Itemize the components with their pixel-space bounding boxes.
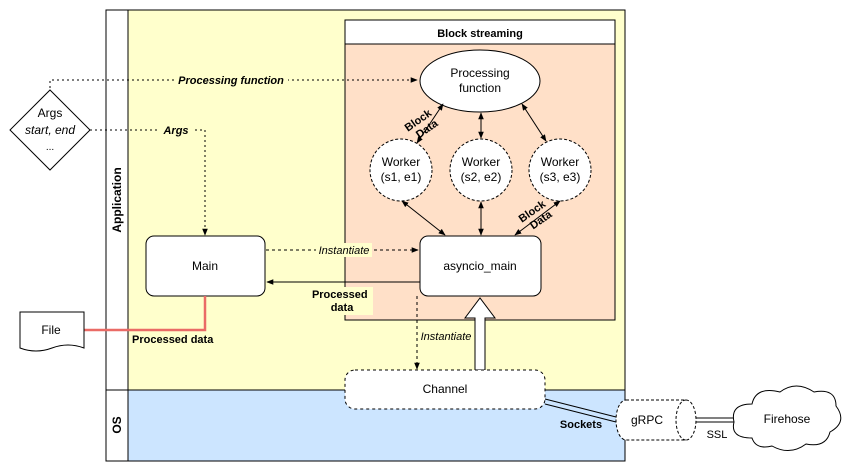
args-flow: Args bbox=[90, 123, 208, 236]
os-lane-header bbox=[105, 389, 129, 462]
processing-function-node: Processing function bbox=[419, 49, 541, 113]
processing-function-label-line1: Processing bbox=[450, 66, 509, 80]
os-lane-label: OS bbox=[110, 416, 124, 433]
block-streaming-header bbox=[344, 19, 616, 45]
worker-1-circle bbox=[369, 138, 433, 202]
application-lane-label: Application bbox=[110, 167, 124, 232]
channel-box bbox=[344, 369, 546, 410]
grpc-node: gRPC bbox=[615, 399, 697, 441]
instantiate-channel-label-bg bbox=[419, 329, 473, 343]
instantiate-asyncio-label: Instantiate bbox=[319, 245, 370, 257]
instantiate-asyncio-label-bg bbox=[316, 243, 372, 257]
channel-flow: Instantiate bbox=[414, 296, 496, 371]
asyncio-main-box bbox=[419, 235, 542, 297]
sockets-edge-b bbox=[544, 403, 621, 424]
ssl-label: SSL bbox=[707, 429, 728, 441]
processing-function-edge-label-bg bbox=[176, 73, 288, 87]
file-link-edge bbox=[84, 296, 207, 332]
args-title: Args bbox=[38, 106, 63, 120]
instantiate-asyncio-flow: Instantiate bbox=[266, 243, 419, 257]
pf-worker3-edge bbox=[521, 103, 547, 142]
worker-2-label-line2: (s2, e2) bbox=[461, 170, 502, 184]
worker-3-circle bbox=[528, 138, 592, 202]
file-link-label: Processed data bbox=[132, 334, 214, 346]
args-ellipsis: ... bbox=[46, 142, 54, 153]
firehose-label: Firehose bbox=[764, 412, 811, 426]
processed-data-return-label-bg bbox=[310, 287, 373, 315]
ssl-flow: SSL bbox=[696, 417, 738, 441]
file-flow: Processed data bbox=[84, 296, 214, 346]
processing-function-label-line2: function bbox=[459, 81, 501, 95]
worker3-asyncio-edge bbox=[514, 200, 561, 236]
firehose-node: Firehose bbox=[732, 385, 842, 451]
block-streaming-title: Block streaming bbox=[437, 28, 523, 40]
grpc-cylinder bbox=[615, 399, 697, 441]
channel-to-asyncio-arrow bbox=[464, 297, 496, 371]
worker-3-label-line1: Worker bbox=[541, 155, 579, 169]
worker-1-label-line1: Worker bbox=[382, 155, 420, 169]
processed-data-return-label: Processed data bbox=[312, 285, 372, 314]
file-node: File bbox=[19, 311, 85, 352]
worker-1-label-line2: (s1, e1) bbox=[381, 170, 422, 184]
args-diamond bbox=[9, 89, 91, 171]
worker-1-node: Worker (s1, e1) bbox=[369, 138, 433, 202]
worker-3-label-line2: (s3, e3) bbox=[540, 170, 581, 184]
instantiate-channel-label: Instantiate bbox=[421, 331, 472, 343]
pf-worker1-edge bbox=[416, 103, 444, 144]
worker-3-node: Worker (s3, e3) bbox=[528, 138, 592, 202]
file-label: File bbox=[41, 323, 61, 337]
main-node: Main bbox=[145, 235, 266, 297]
channel-node: Channel bbox=[344, 369, 546, 410]
processing-function-edge-label: Processing function bbox=[178, 75, 284, 87]
processing-function-ellipse bbox=[419, 49, 541, 113]
sockets-flow: Sockets bbox=[544, 398, 621, 431]
asyncio-main-label: asyncio_main bbox=[443, 259, 516, 273]
channel-label: Channel bbox=[423, 382, 468, 396]
main-label: Main bbox=[192, 259, 218, 273]
args-edge bbox=[90, 129, 208, 236]
firehose-cloud bbox=[732, 385, 842, 451]
worker-2-circle bbox=[449, 138, 513, 202]
processed-data-return-flow: Processed data bbox=[266, 279, 420, 315]
args-range: start, end bbox=[25, 123, 75, 137]
args-edge-label-bg bbox=[160, 123, 192, 137]
sockets-edge-a bbox=[544, 398, 621, 419]
worker1-asyncio-edge bbox=[401, 200, 446, 236]
args-edge-label: Args bbox=[162, 125, 188, 137]
worker-2-node: Worker (s2, e2) bbox=[449, 138, 513, 202]
args-node: Args start, end ... bbox=[9, 89, 91, 171]
sockets-label: Sockets bbox=[560, 419, 602, 431]
worker-2-label-line1: Worker bbox=[462, 155, 500, 169]
file-shape bbox=[19, 311, 85, 352]
asyncio-main-node: asyncio_main bbox=[419, 235, 542, 297]
grpc-label: gRPC bbox=[631, 413, 663, 427]
